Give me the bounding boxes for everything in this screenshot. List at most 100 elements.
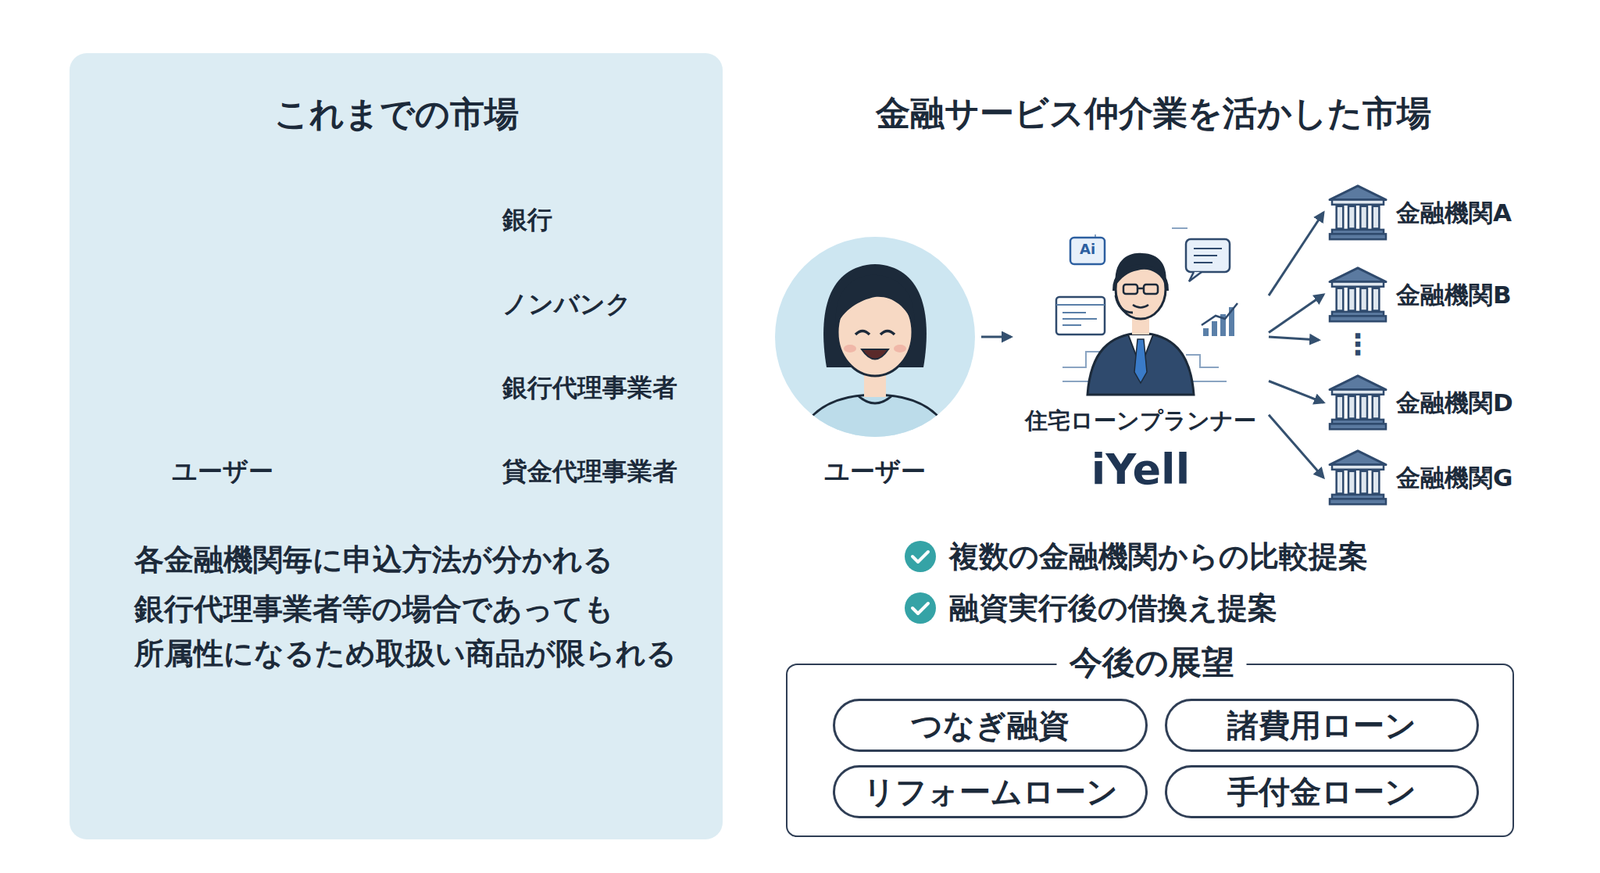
bank-column — [1372, 206, 1380, 229]
ai-chip-frame — [1070, 237, 1105, 265]
check-item: 融資実行後の借換え提案 — [949, 589, 1278, 628]
headset — [1114, 266, 1168, 292]
user-circle: ユーザー — [121, 235, 325, 439]
bank-column — [1348, 396, 1356, 419]
pill-label: リフォームローン — [863, 771, 1118, 811]
institution-node: 貸金代理事業者 — [421, 439, 683, 503]
browser-content — [1056, 304, 1105, 325]
bank-icon — [1329, 267, 1386, 322]
check-mark — [912, 603, 929, 614]
bank-column — [1372, 396, 1380, 419]
check-icon — [904, 592, 936, 624]
institution-node: 銀行代理事業者 — [421, 356, 683, 419]
pill-label: つなぎ融資 — [910, 705, 1070, 745]
suit — [1087, 332, 1194, 395]
eye-smile — [855, 331, 870, 336]
node-label: 金融機関G — [1396, 462, 1513, 493]
bank-beam — [1332, 464, 1384, 470]
outlook-box: つなぎ融資諸費用ローンリフォームローン手付金ローン今後の展望 — [785, 663, 1515, 837]
node-label: 銀行代理事業者 — [502, 371, 678, 404]
bank-column — [1336, 288, 1344, 311]
bank-column — [1348, 471, 1356, 494]
tie — [1134, 339, 1147, 383]
bank-step — [1329, 233, 1386, 240]
bank-column — [1348, 288, 1356, 311]
flow-arrow — [1268, 294, 1324, 333]
flow-arrow — [1268, 381, 1324, 404]
browser-window — [1056, 296, 1105, 335]
bank-roof — [1329, 267, 1386, 283]
node-label: 金融機関B — [1396, 279, 1512, 311]
plan-pill: つなぎ融資 — [832, 698, 1148, 752]
planner-node: 住宅ローンプランナー iYell — [1015, 226, 1266, 500]
bank-beam — [1332, 282, 1384, 287]
node-label: 今後の展望 — [1057, 642, 1247, 684]
happy-user-figure — [790, 264, 960, 469]
bank-icon — [1329, 375, 1386, 429]
bank-column — [1372, 471, 1380, 494]
plan-pill: 手付金ローン — [1164, 764, 1479, 818]
node-text: 銀行代理事業者等の場合であっても 所属性になるため取扱い商品が限られる — [134, 586, 705, 676]
bank-column — [1360, 288, 1368, 311]
ellipsis-arrow — [1268, 336, 1319, 340]
institution-node: 金融機関D — [1326, 374, 1518, 431]
user-circle: ユーザー — [775, 236, 975, 437]
institution-node: 金融機関B — [1326, 266, 1517, 323]
bubble-lines — [1193, 248, 1222, 263]
plan-pill: リフォームローン — [832, 764, 1148, 818]
eye-smile — [880, 331, 895, 336]
glasses-bridge — [1137, 287, 1144, 290]
institution-node: 銀行 — [421, 188, 558, 251]
bank-step — [1329, 498, 1386, 504]
node-text: iYell — [1091, 442, 1190, 497]
bank-column — [1360, 206, 1368, 229]
bank-column — [1348, 206, 1356, 229]
node-label: 金融機関D — [1396, 387, 1514, 418]
plan-pill: 諸費用ローン — [1164, 698, 1479, 752]
smile — [1132, 304, 1149, 308]
ai-badge: Ai — [1079, 240, 1096, 259]
section-title: 金融サービス仲介業を活かした市場 — [875, 91, 1432, 135]
chart-trend — [1201, 303, 1238, 325]
headset-mic — [1115, 295, 1133, 313]
cheek — [893, 344, 907, 353]
chart-bar — [1203, 328, 1209, 336]
bank-column — [1360, 471, 1368, 494]
node-label: ユーザー — [824, 455, 926, 487]
node-label: これまでの市場 — [274, 92, 519, 136]
bank-icon — [1329, 185, 1386, 240]
bank-roof — [1329, 185, 1386, 200]
bank-roof — [1329, 450, 1386, 465]
bank-icon — [1329, 450, 1386, 504]
bank-beam — [1332, 389, 1384, 395]
node-label: 貸金代理事業者 — [502, 455, 678, 487]
glasses — [1123, 284, 1138, 294]
flow-arrow — [1268, 212, 1324, 296]
check-icon — [904, 540, 936, 572]
node-label: 金融機関A — [1396, 197, 1512, 229]
institution-node: 金融機関G — [1326, 449, 1518, 506]
cheek — [843, 344, 857, 353]
node-text: 各金融機関毎に申込方法が分かれる — [134, 537, 705, 583]
check-item: 複数の金融機関からの比較提案 — [949, 538, 1368, 576]
bank-step — [1329, 315, 1386, 322]
speech-bubble — [1185, 239, 1230, 272]
mouth-smile — [861, 349, 889, 360]
ellipsis-mark: ⋮ — [1343, 326, 1372, 362]
check-mark — [912, 551, 929, 562]
bank-beam — [1332, 200, 1384, 205]
bank-column — [1336, 396, 1344, 419]
pill-label: 諸費用ローン — [1227, 705, 1417, 745]
bank-step — [1329, 423, 1386, 429]
flow-arrow — [1268, 414, 1324, 478]
node-label: ノンバンク — [502, 288, 632, 320]
market-panel: ユーザー 銀行ノンバンク銀行代理事業者貸金代理事業者 これまでの市場各金融機関毎に申… — [69, 53, 723, 840]
node-label: 銀行 — [502, 203, 553, 236]
pill-label: 手付金ローン — [1227, 771, 1417, 811]
bubble-tail — [1189, 271, 1202, 282]
bank-column — [1372, 288, 1380, 311]
node-label: 住宅ローンプランナー — [1025, 406, 1257, 435]
glasses — [1143, 284, 1158, 294]
institution-node: 金融機関A — [1326, 184, 1517, 241]
